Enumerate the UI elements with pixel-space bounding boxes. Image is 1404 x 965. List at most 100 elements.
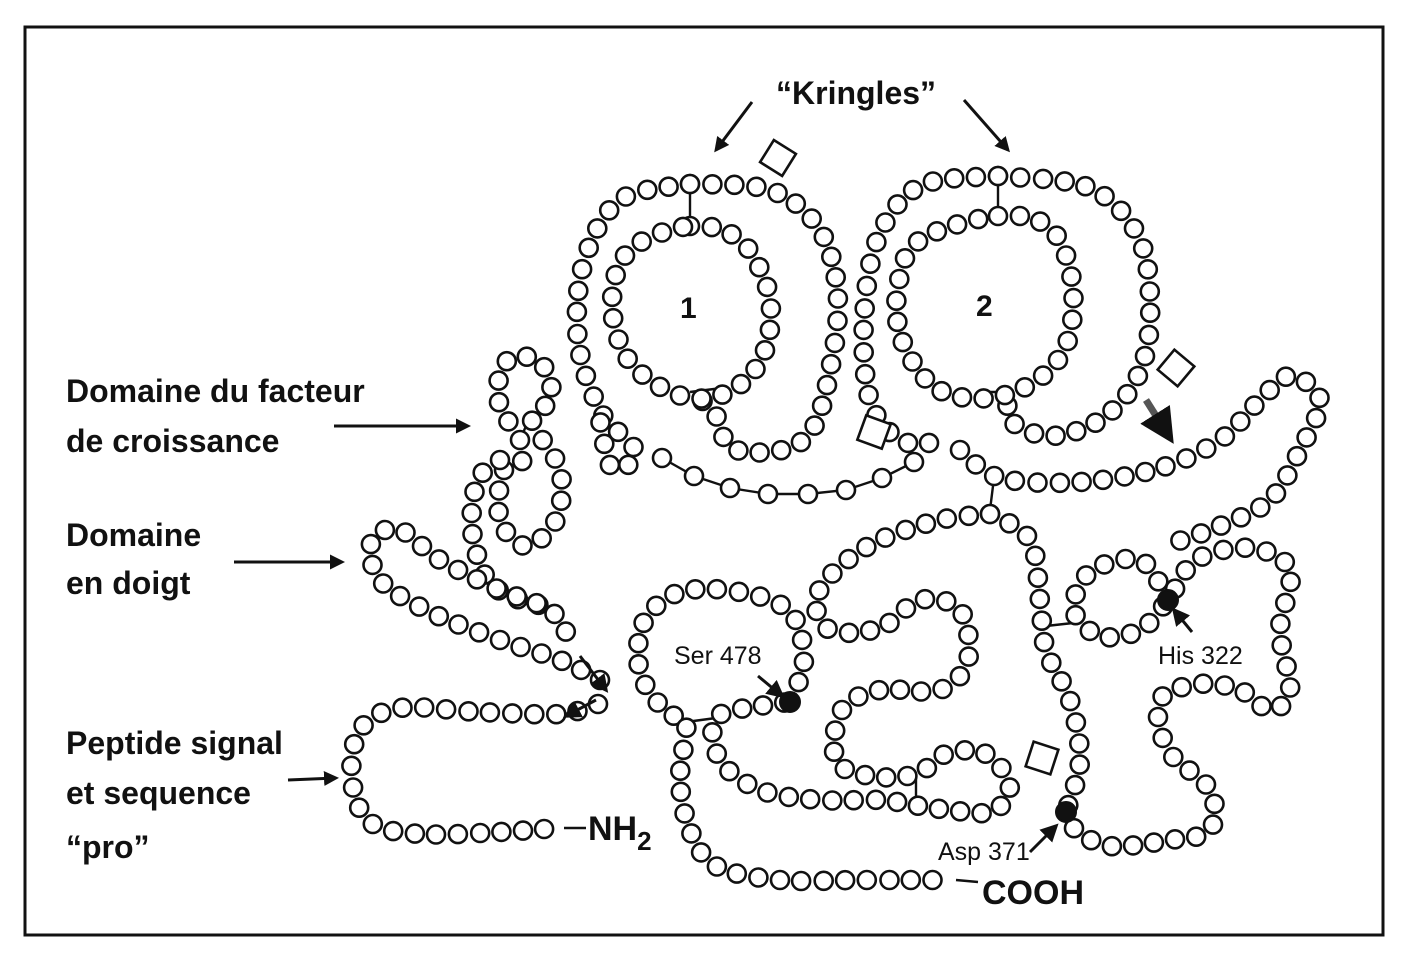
protease-domain-bead — [990, 795, 1012, 817]
kringle-1-bead — [811, 395, 833, 417]
chain-bead — [1214, 426, 1236, 447]
protease-domain-bead — [1060, 690, 1081, 712]
kringle-1-bead — [590, 412, 611, 433]
protease-domain-bead — [935, 590, 957, 612]
signal-peptide-bead — [469, 822, 491, 844]
growth-factor-bead — [551, 468, 572, 490]
kringle-1-inner-bead — [602, 307, 624, 329]
signal-peptide-bead — [343, 733, 365, 755]
amino-acid-chain — [341, 165, 1330, 892]
protease-domain-bead — [895, 519, 917, 541]
finger-bead — [374, 519, 396, 541]
kringle-2-bead — [854, 363, 876, 385]
finger-domain-label-line-1: Domaine — [66, 517, 201, 553]
finger-bead — [510, 636, 531, 658]
growth-factor-bead — [550, 490, 572, 512]
kringle-2-inner-bead — [1061, 266, 1082, 287]
finger-bead — [466, 568, 488, 590]
ser-loop-bead — [674, 803, 695, 824]
kringle-2-bead — [943, 168, 965, 189]
c-terminal-tail — [955, 878, 979, 884]
kringle-2-inner-bead — [946, 214, 968, 235]
serine-protease-bead — [1274, 551, 1296, 573]
chain-bead — [1049, 472, 1071, 494]
kringle-2-bead — [856, 275, 878, 297]
kringle-1-bead — [749, 442, 770, 463]
kringle-1-bead — [623, 436, 644, 458]
signal-peptide-bead — [392, 697, 413, 719]
chain-bead — [1004, 470, 1026, 492]
kringle-1-inner-bead — [617, 348, 639, 370]
ser-loop-bead — [647, 692, 669, 713]
kringle-1-inner-bead — [614, 245, 636, 266]
kringle-2-bead — [887, 194, 908, 215]
finger-bead — [428, 549, 450, 570]
finger-bead — [489, 629, 511, 651]
signal-peptide-bead — [491, 821, 512, 843]
his-322-label: His 322 — [1158, 642, 1243, 670]
growth-factor-label-line-2: de croissance — [66, 423, 279, 459]
kringle-1-inner-bead — [601, 286, 623, 308]
serine-protease-bead — [1270, 613, 1291, 635]
protease-domain-bead — [822, 563, 843, 584]
protease-domain-bead — [808, 580, 830, 601]
glycosylation-diamond — [855, 413, 893, 451]
protease-domain-bead — [999, 512, 1020, 534]
serine-protease-bead — [1135, 553, 1157, 575]
ser-478-label: Ser 478 — [674, 642, 762, 670]
serine-protease-bead — [1099, 626, 1120, 648]
serine-protease-bead — [1152, 686, 1173, 707]
signal-peptide-bead — [413, 697, 435, 718]
kringle-2-bead — [858, 384, 879, 406]
kringle-2-bead — [1132, 238, 1154, 259]
kringle-1-inner-bead — [737, 238, 759, 259]
protease-domain-bead — [949, 665, 971, 687]
kringle-1-bead — [813, 226, 835, 248]
kringle-1-bead — [801, 208, 823, 229]
growth-factor-bead — [462, 523, 483, 545]
serine-protease-bead — [1179, 760, 1200, 781]
kringle-1-bead — [728, 440, 749, 461]
protease-domain-bead — [1029, 588, 1051, 610]
protease-domain-bead — [719, 760, 740, 782]
kringle-1-bead — [790, 431, 812, 453]
kringle-2-bead — [1139, 281, 1161, 302]
signal-peptide-bead — [348, 797, 370, 819]
serine-protease-bead — [1115, 548, 1136, 570]
chain-bead — [949, 439, 971, 461]
growth-factor-bead — [498, 411, 519, 432]
signal-peptide-bead — [342, 777, 364, 798]
protease-domain-bead — [752, 695, 774, 716]
chain-bead — [1230, 506, 1252, 528]
kringle-2-inner-bead — [1057, 330, 1078, 352]
glycosylation-diamond — [1023, 739, 1061, 777]
kringle-1-inner-bead — [721, 224, 742, 245]
kringle-2-arrow — [962, 99, 1010, 153]
protease-domain-bead — [1033, 631, 1055, 653]
growth-factor-bead — [488, 480, 510, 501]
ser-loop-bead — [790, 870, 812, 892]
kringle-1-bead — [767, 182, 788, 204]
ser-loop-bead — [706, 856, 728, 877]
growth-factor-bead — [512, 535, 533, 556]
protease-domain-bead — [778, 786, 800, 808]
finger-bead — [486, 578, 507, 599]
protease-domain-bead — [736, 773, 758, 795]
ser-loop-bead — [634, 674, 656, 696]
serine-protease-bead — [1251, 695, 1272, 717]
kringle-1-inner-bead — [605, 264, 627, 286]
kringle-2-bead — [1009, 167, 1031, 188]
protease-domain-bead — [710, 703, 732, 725]
protease-domain-bead — [979, 503, 1001, 525]
signal-peptide-bead — [587, 693, 609, 715]
signal-peptide-bead — [425, 824, 447, 845]
protease-domain-bead — [865, 789, 887, 811]
asp-arrow — [1028, 823, 1059, 854]
signal-arrow — [287, 771, 339, 786]
protease-domain-bead — [806, 600, 827, 622]
kringle-2-inner-bead — [902, 351, 923, 372]
kringle-1-inner-bead — [701, 216, 723, 238]
signal-peptide-bead — [447, 823, 469, 845]
signal-peptide-bead — [523, 703, 545, 725]
ser-loop-bead — [684, 578, 706, 600]
